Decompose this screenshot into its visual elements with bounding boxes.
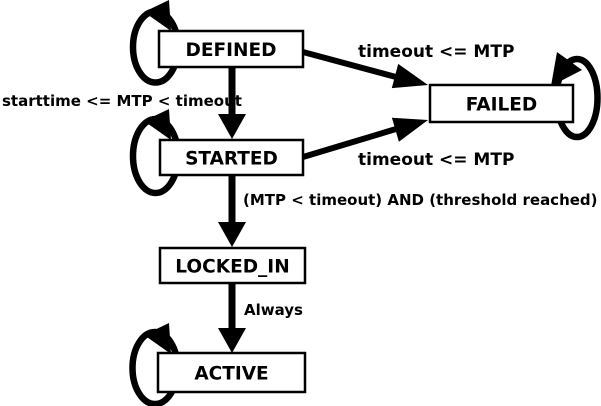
state-label-started: STARTED [185, 148, 278, 169]
edge-label-threshold: (MTP < timeout) AND (threshold reached) [243, 191, 598, 209]
edge-started-to-failed-arrowhead [391, 117, 428, 142]
state-box-failed [428, 83, 575, 124]
state-box-locked-in [158, 246, 307, 285]
edge-label-starttime: starttime <= MTP < timeout [2, 92, 242, 110]
state-label-locked-in: LOCKED_IN [175, 256, 289, 277]
edge-defined-to-started-arrowhead [218, 114, 246, 139]
state-box-defined [157, 29, 305, 69]
defined-self-loop-arrowhead [144, 0, 171, 31]
edge-started-to-locked-in-arrowhead [218, 222, 246, 247]
edge-defined-to-failed [302, 49, 397, 80]
edge-label-always: Always [244, 301, 303, 319]
state-box-started [158, 138, 305, 177]
state-label-active: ACTIVE [194, 363, 268, 384]
edge-label-timeout-top: timeout <= MTP [358, 42, 514, 62]
edge-defined-to-failed-arrowhead [391, 63, 428, 89]
edge-started-to-failed [302, 126, 397, 160]
state-label-defined: DEFINED [186, 40, 277, 61]
state-box-active [156, 351, 307, 394]
failed-self-loop-arrowhead [551, 52, 582, 86]
active-self-loop-arrowhead [144, 323, 171, 354]
edge-label-timeout-bottom: timeout <= MTP [358, 150, 514, 170]
edge-locked-in-to-active-arrowhead [218, 328, 246, 353]
started-self-loop-arrowhead [144, 109, 171, 140]
state-label-failed: FAILED [466, 94, 538, 115]
